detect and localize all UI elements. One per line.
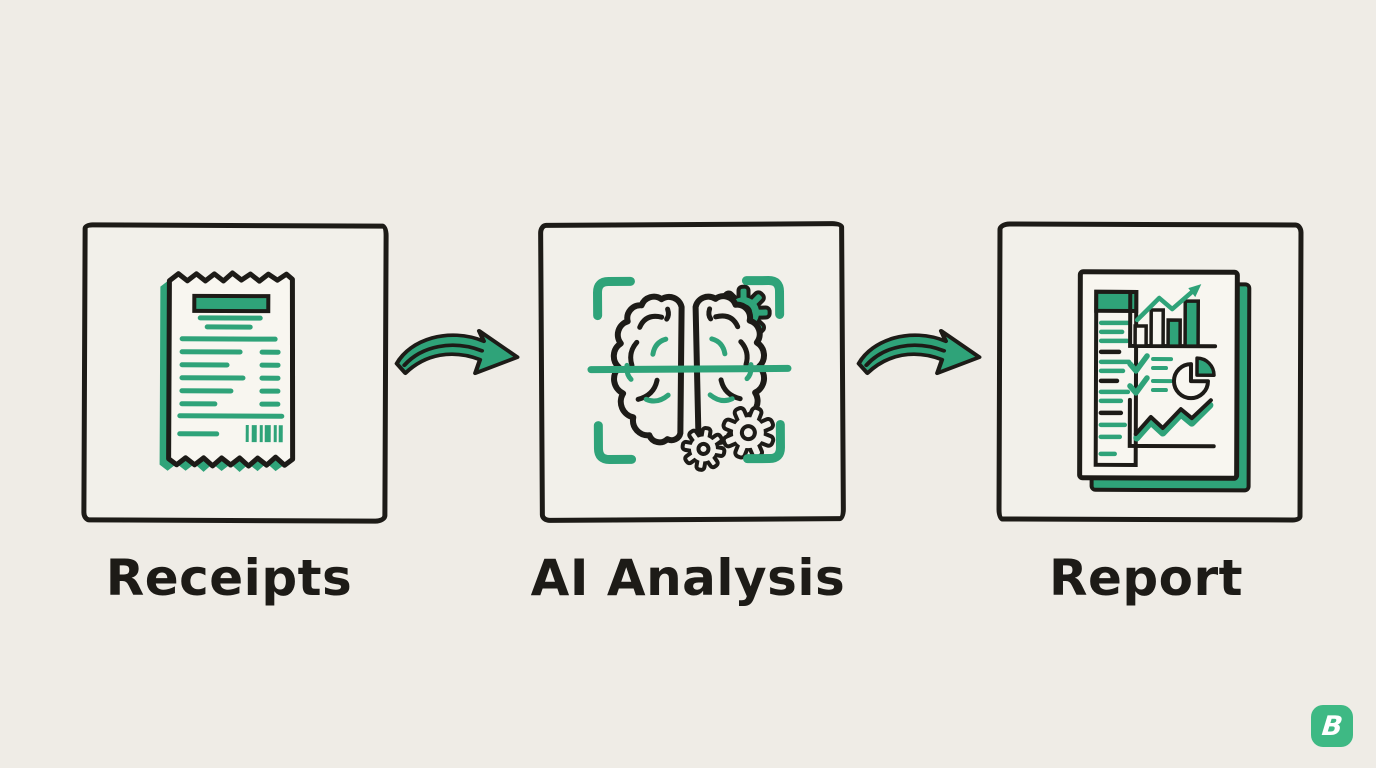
ai-analysis-box bbox=[538, 221, 846, 523]
step-label-receipts: Receipts bbox=[105, 549, 353, 607]
receipts-box bbox=[81, 222, 389, 524]
brand-logo-letter: B bbox=[1320, 710, 1344, 742]
report-document-icon bbox=[1077, 269, 1252, 493]
receipt-icon bbox=[159, 247, 360, 473]
brain-scan-icon bbox=[587, 276, 792, 472]
brand-logo: B bbox=[1311, 705, 1353, 747]
step-label-report: Report bbox=[1048, 549, 1244, 607]
curved-arrow-right-icon bbox=[394, 329, 520, 375]
curved-arrow-right-icon bbox=[856, 329, 982, 375]
scan-frame-corners bbox=[593, 276, 785, 465]
report-box bbox=[996, 221, 1304, 523]
step-label-ai-analysis: AI Analysis bbox=[530, 549, 846, 607]
